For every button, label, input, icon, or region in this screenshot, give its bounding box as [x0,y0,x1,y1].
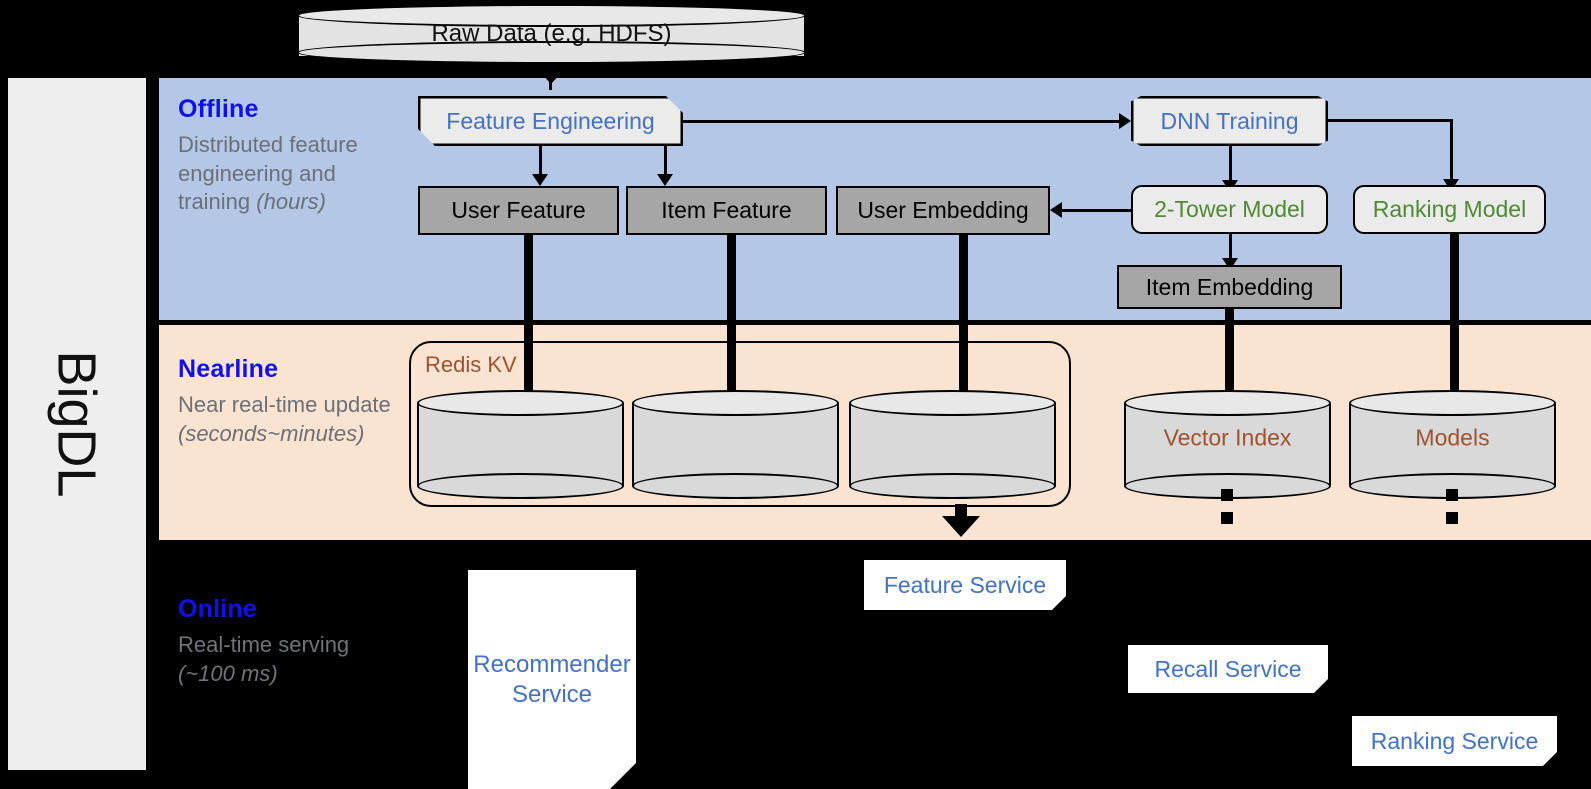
store-item-feature-top [632,390,839,416]
page-fold-icon [1314,679,1328,693]
page-fold-icon [1052,596,1066,610]
store-user-embedding-cylinder[interactable] [849,390,1056,499]
store-item-feature-cylinder[interactable] [632,390,839,499]
online-heading: Online Real-time serving (~100 ms) [178,596,408,688]
dash-feature-service-1 [955,504,967,516]
dash-recall-service-1 [1221,489,1233,501]
pipe-rankingmodel-models [1450,234,1459,397]
edge-twotower-itemembedding [1229,234,1232,260]
online-title: Online [178,595,257,623]
user-embedding-label: User Embedding [857,197,1029,223]
offline-heading: Offline Distributed feature engineering … [178,96,393,217]
node-dnn-training[interactable]: DNN Training [1131,96,1328,146]
edge-rawdata-fe-arrowhead [532,63,570,84]
redis-kv-container [409,341,1071,507]
store-user-feature-bottom [417,473,624,499]
edge-twotower-userembedding-arrowhead [1050,202,1062,218]
nearline-description: Near real-time update (seconds~minutes) [178,391,408,448]
dash-ranking-service-1 [1446,489,1458,501]
pipe-itemfeature-store [727,235,736,397]
feature-service-label: Feature Service [883,571,1047,598]
models-cylinder[interactable]: Models [1349,390,1556,499]
edge-dnn-twotower [1229,146,1232,180]
store-user-embedding-bottom [849,473,1056,499]
offline-title: Offline [178,95,259,123]
nearline-desc-italic: (seconds~minutes) [178,420,365,446]
two-tower-model-label: 2-Tower Model [1154,196,1305,222]
bigdl-text: BigDL [47,350,108,498]
node-item-feature[interactable]: Item Feature [626,186,827,235]
online-description: Real-time serving (~100 ms) [178,631,408,688]
dash-recall-service-2 [1221,512,1233,524]
node-recall-service[interactable]: Recall Service [1128,645,1328,693]
raw-data-top [297,4,806,27]
pipe-userfeature-store [524,235,533,397]
online-desc-italic: (~100 ms) [178,660,278,686]
store-user-embedding-top [849,390,1056,416]
bigdl-label: BigDL [8,78,146,770]
node-feature-engineering[interactable]: Feature Engineering [418,96,683,146]
pipe-itemembedding-vectorindex [1225,309,1234,397]
online-desc-plain: Real-time serving [178,632,350,658]
user-feature-label: User Feature [451,197,586,223]
vector-index-top [1124,390,1331,416]
nearline-heading: Nearline Near real-time update (seconds~… [178,356,408,448]
node-item-embedding[interactable]: Item Embedding [1117,265,1342,309]
node-ranking-model[interactable]: Ranking Model [1353,185,1546,234]
store-item-feature-bottom [632,473,839,499]
edge-fe-itemfeature [664,146,667,174]
ranking-service-label: Ranking Service [1370,727,1539,754]
node-user-feature[interactable]: User Feature [418,186,619,235]
dnn-training-label: DNN Training [1160,107,1299,134]
nearline-desc-plain: Near real-time update [178,392,391,418]
edge-fe-dnn-arrowhead [1119,113,1131,129]
edge-fe-userfeature [539,146,542,174]
redis-kv-label: Redis KV [425,352,517,377]
vector-index-label: Vector Index [1163,424,1292,451]
vector-index-cylinder[interactable]: Vector Index [1124,390,1331,499]
dash-ranking-service-2 [1446,512,1458,524]
bigdl-rail: BigDL [8,78,146,770]
edge-dnn-ranking-v [1450,119,1453,181]
store-user-feature-cylinder[interactable] [417,390,624,499]
edge-feature-service-arrowhead [942,516,980,537]
models-label: Models [1415,424,1490,451]
pipe-userembedding-store [959,235,968,397]
node-two-tower-model[interactable]: 2-Tower Model [1131,185,1328,234]
raw-data-cylinder: Raw Data (e.g. HDFS) [297,4,806,64]
ranking-model-label: Ranking Model [1372,196,1527,222]
offline-desc-italic: (hours) [256,189,326,215]
nearline-title: Nearline [178,355,279,383]
edge-fe-itemfeature-arrowhead [657,174,673,186]
node-recommender-service[interactable]: Recommender Service [468,570,636,789]
offline-desc-plain: Distributed feature engineering and trai… [178,132,358,215]
node-ranking-service[interactable]: Ranking Service [1352,716,1557,766]
models-top [1349,390,1556,416]
store-user-feature-top [417,390,624,416]
edge-dnn-ranking-h [1326,119,1453,122]
item-embedding-label: Item Embedding [1145,273,1314,300]
recommender-service-label: Recommender Service [473,650,631,708]
item-feature-label: Item Feature [661,197,792,223]
edge-fe-userfeature-arrowhead [532,174,548,186]
page-fold-icon [610,763,636,789]
feature-engineering-label: Feature Engineering [446,107,655,134]
page-fold-icon [1543,752,1557,766]
edge-twotower-userembedding [1062,209,1132,212]
node-feature-service[interactable]: Feature Service [864,560,1066,610]
offline-description: Distributed feature engineering and trai… [178,131,393,217]
node-user-embedding[interactable]: User Embedding [836,186,1050,235]
edge-fe-dnn [683,120,1119,123]
raw-data-label: Raw Data (e.g. HDFS) [431,20,672,47]
recall-service-label: Recall Service [1154,655,1302,682]
